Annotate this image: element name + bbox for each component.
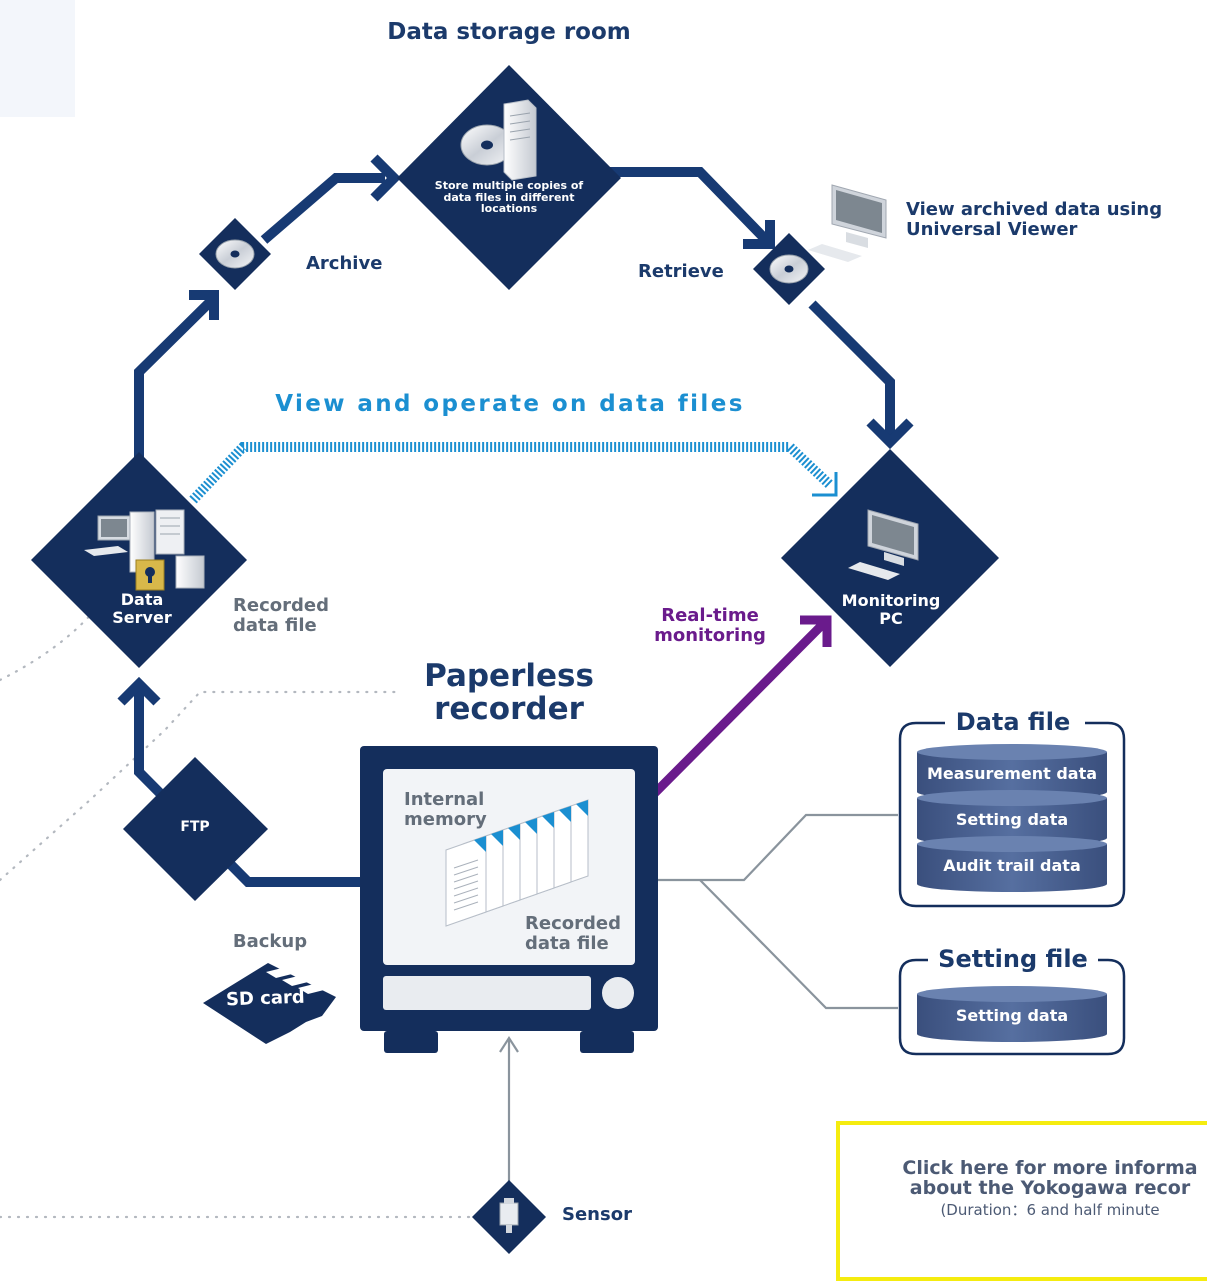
ftp-label: FTP xyxy=(180,819,210,835)
ftp-diamond xyxy=(123,757,268,901)
file-text-line xyxy=(453,894,479,904)
dotted-guide-lines xyxy=(0,608,472,1219)
file-tab xyxy=(474,836,486,852)
cylinder-label-measurement: Measurement data xyxy=(926,764,1098,783)
arrow-retrieve-to-pc xyxy=(808,300,895,440)
corner-panel xyxy=(0,0,75,117)
cylinder-body xyxy=(917,844,1107,892)
lock-icon xyxy=(135,559,165,591)
setting-file-box xyxy=(898,958,1126,1056)
internal-memory-label: Internal memory xyxy=(404,789,487,831)
sensor-label: Sensor xyxy=(562,1204,632,1225)
file-text-line xyxy=(453,866,479,876)
sensor-icon xyxy=(499,1198,519,1233)
info-link-line-2[interactable]: about the Yokogawa recor xyxy=(909,1177,1191,1199)
file-text-line xyxy=(453,873,479,883)
recorder-title: Paperless recorder xyxy=(424,658,594,727)
file-tab xyxy=(508,824,520,840)
file-text-line xyxy=(453,887,479,897)
info-link-box[interactable]: Click here for more informa about the Yo… xyxy=(836,1121,1207,1281)
retrieve-label: Retrieve xyxy=(638,261,724,282)
server-icon xyxy=(84,509,205,589)
cylinder-top xyxy=(917,790,1107,806)
storage-note: Store multiple copies of data files in d… xyxy=(434,179,584,216)
sd-card-label: SD card xyxy=(225,986,306,1011)
cylinder-stack xyxy=(917,744,1107,1042)
cylinder-body xyxy=(917,798,1107,846)
file-tab xyxy=(542,812,554,828)
data-file-title: Data file xyxy=(949,709,1077,736)
server-recorded-file-label: Recorded data file xyxy=(233,595,329,637)
document-icon xyxy=(445,799,589,927)
arrow-storage-to-retrieve xyxy=(600,167,772,246)
cd-icon xyxy=(215,239,255,269)
sd-card-icon xyxy=(203,963,336,1044)
monitor-icon xyxy=(808,184,887,262)
data-server-label: Data Server xyxy=(112,590,172,627)
recorder-recorded-file-label: Recorded data file xyxy=(525,913,621,955)
info-link-line-1[interactable]: Click here for more informa xyxy=(902,1157,1198,1179)
flow-arrows xyxy=(117,154,914,887)
file-tab xyxy=(576,800,588,816)
cylinder-top xyxy=(917,744,1107,760)
file-text-line xyxy=(453,859,479,869)
setting-file-title: Setting file xyxy=(932,946,1094,973)
arrow-server-to-archive xyxy=(134,294,218,482)
viewer-note: View archived data using Universal Viewe… xyxy=(906,199,1163,241)
cylinder-label-setting-file: Setting data xyxy=(955,1006,1069,1025)
file-tab xyxy=(559,806,571,822)
file-tab xyxy=(491,830,503,846)
cylinder-top xyxy=(917,836,1107,852)
cylinder-label-setting: Setting data xyxy=(955,810,1069,829)
data-file-box xyxy=(898,721,1126,908)
file-sheet xyxy=(445,835,487,927)
cylinder-body xyxy=(917,752,1107,800)
cd-icon xyxy=(460,124,514,166)
view-operate-arrow xyxy=(189,442,838,504)
server-icon xyxy=(503,99,537,181)
file-tab xyxy=(525,818,537,834)
realtime-arrow xyxy=(632,615,832,816)
cd-icon xyxy=(769,254,809,284)
archive-label: Archive xyxy=(306,253,383,274)
cylinder-label-audit: Audit trail data xyxy=(943,856,1081,875)
monitoring-pc-label: Monitoring PC xyxy=(841,591,941,628)
info-link-duration: (Duration：6 and half minute xyxy=(940,1201,1160,1219)
arrow-archive-to-storage xyxy=(260,173,385,244)
storage-room-title: Data storage room xyxy=(387,19,631,45)
monitor-icon xyxy=(848,509,919,580)
file-text-line xyxy=(453,901,479,911)
file-text-line xyxy=(453,880,479,890)
view-operate-label: View and operate on data files xyxy=(275,391,745,417)
cylinder-top xyxy=(917,986,1107,1002)
cylinder-body xyxy=(917,994,1107,1042)
backup-label: Backup xyxy=(232,931,308,952)
realtime-label: Real-time monitoring xyxy=(654,605,766,647)
